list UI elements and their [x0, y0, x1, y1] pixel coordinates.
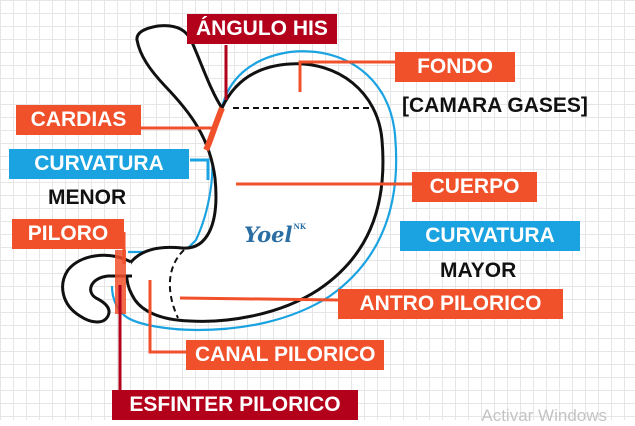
label-canal-pilorico: CANAL PILORICO [186, 340, 384, 370]
pyloric-sphincter-band [115, 250, 126, 314]
label-antro-pilorico: ANTRO PILORICO [338, 289, 563, 319]
duodenum-outline [61, 253, 132, 324]
leader-curvatura-menor [190, 158, 210, 180]
label-angulo-his: ÁNGULO HIS [187, 14, 337, 44]
leader-canal [148, 280, 186, 354]
watermark-text: Activar Windows [481, 406, 607, 425]
label-curvatura-mayor: CURVATURA [400, 221, 580, 251]
antrum-separator [168, 249, 185, 319]
cardias-mark [203, 106, 225, 152]
label-cuerpo: CUERPO [412, 172, 537, 202]
label-esfinter-pilorico: ESFINTER PILORICO [112, 390, 358, 420]
leader-antro [179, 296, 339, 302]
label-cardias: CARDIAS [16, 105, 141, 135]
label-mayor: MAYOR [440, 259, 517, 282]
curvature-outline [110, 50, 398, 332]
label-camara-gases: [CAMARA GASES] [402, 94, 588, 117]
label-piloro: PILORO [12, 219, 124, 249]
label-curvatura-menor: CURVATURA [9, 149, 189, 179]
label-fondo: FONDO [395, 52, 515, 82]
label-menor: MENOR [48, 186, 127, 209]
leader-fondo [298, 60, 396, 92]
yoel-logo: YoelNK [244, 222, 306, 247]
